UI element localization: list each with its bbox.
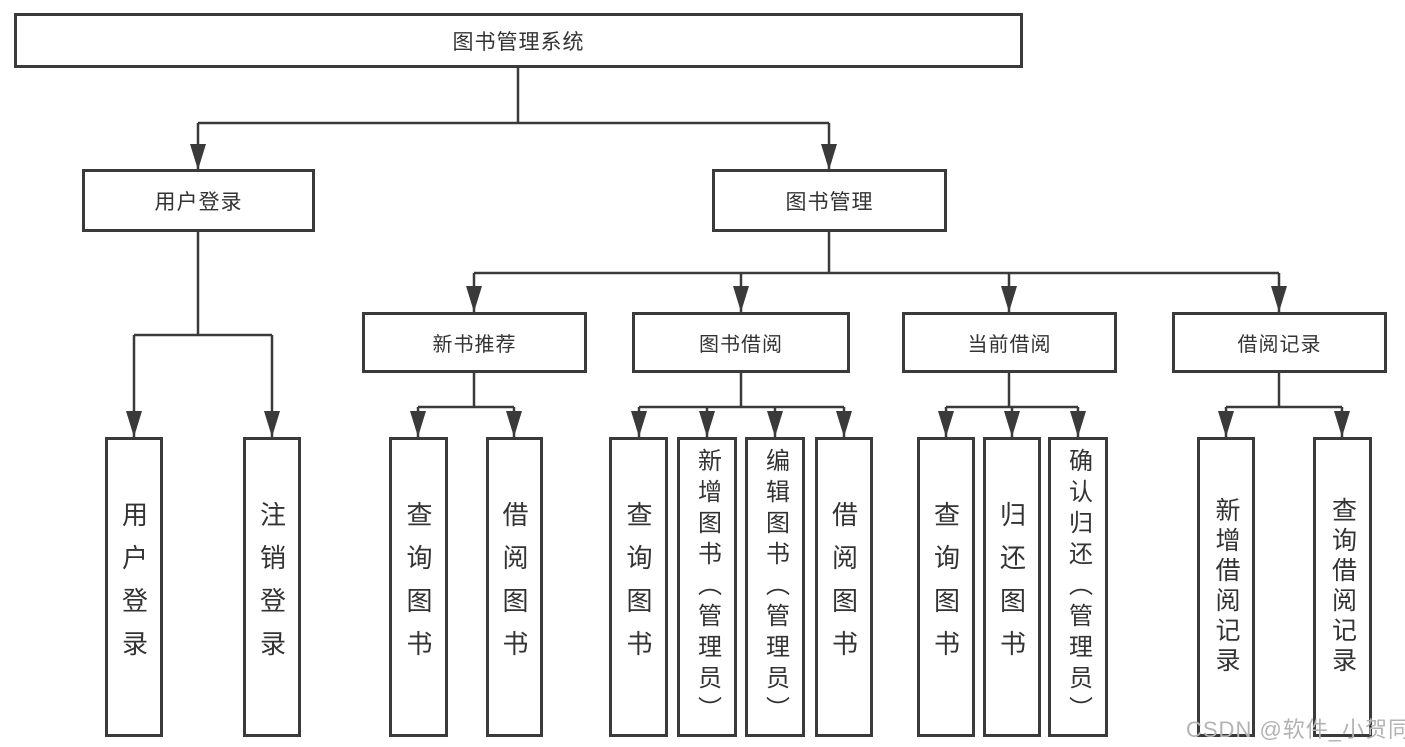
- leaf-query-borrow-record: 查询借阅记录: [1313, 437, 1372, 737]
- leaf-query-books-2: 查询图书: [609, 437, 668, 737]
- leaf-edit-books-admin: 编辑图书（管理员）: [745, 437, 805, 737]
- csdn-watermark: CSDN @软件_小贺同学: [1186, 717, 1405, 742]
- node-user-login: 用户登录: [82, 169, 315, 232]
- leaf-logout: 注销登录: [243, 437, 301, 737]
- leaf-borrow-books-1: 借阅图书: [486, 437, 543, 737]
- leaf-return-books: 归还图书: [983, 437, 1041, 737]
- leaf-query-books-3: 查询图书: [917, 437, 975, 737]
- node-book-borrow: 图书借阅: [632, 312, 850, 373]
- leaf-query-books-1: 查询图书: [389, 437, 448, 737]
- node-borrow-records: 借阅记录: [1172, 312, 1387, 373]
- leaf-add-borrow-record: 新增借阅记录: [1197, 437, 1255, 737]
- leaf-add-books-admin: 新增图书（管理员）: [677, 437, 737, 737]
- node-book-management: 图书管理: [712, 169, 947, 232]
- leaf-confirm-return-admin: 确认归还（管理员）: [1048, 437, 1108, 737]
- node-new-book-recommend: 新书推荐: [362, 312, 587, 373]
- node-library-system: 图书管理系统: [14, 13, 1023, 68]
- leaf-user-login: 用户登录: [105, 437, 163, 737]
- node-current-borrow: 当前借阅: [902, 312, 1117, 373]
- leaf-borrow-books-2: 借阅图书: [815, 437, 873, 737]
